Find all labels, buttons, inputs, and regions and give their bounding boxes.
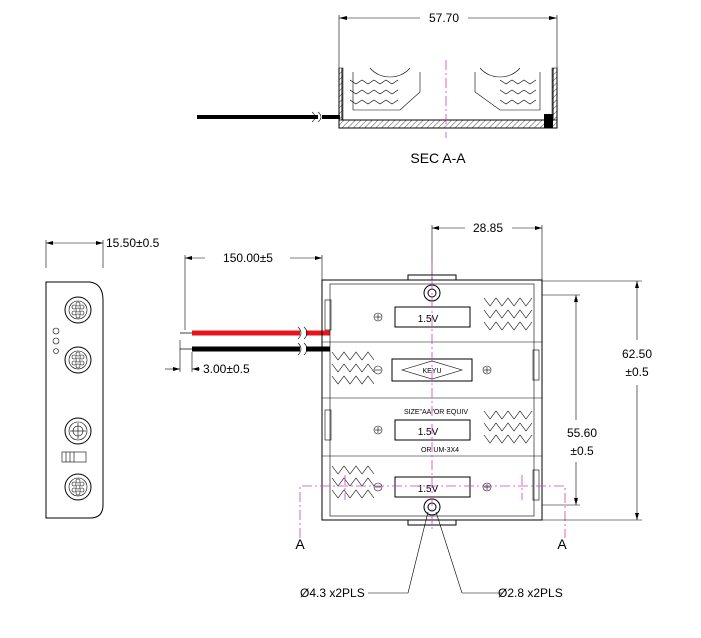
section-mark-left: A [295, 536, 305, 552]
strip-length-dim: 3.00±0.5 [203, 362, 250, 376]
hole-small-callout: Ø2.8 x2PLS [498, 586, 563, 600]
voltage-label-3: 1.5V [418, 484, 439, 495]
overall-height-value: 62.50 [622, 347, 652, 361]
size-label: SIZE"AA"OR EQUIV [404, 409, 468, 416]
side-view: 15.50±0.5 [45, 236, 160, 519]
overall-height-tol: ±0.5 [625, 365, 649, 379]
voltage-label-1: 1.5V [418, 314, 439, 325]
cell-end-1 [64, 296, 92, 324]
cell-end-2 [64, 346, 92, 374]
wire-length-dim: 150.00±5 [223, 251, 273, 265]
um-label: OR UM-3X4 [421, 447, 459, 454]
section-view: 57.70 SEC A-A [197, 11, 558, 166]
inner-height-tol: ±0.5 [570, 444, 594, 458]
section-mark-right: A [557, 536, 567, 552]
lead-wires: 150.00±5 3.00±0.5 [165, 251, 330, 376]
half-width-dim: 28.85 [473, 221, 503, 235]
section-label: SEC A-A [410, 150, 466, 166]
front-view: 28.85 1.5V KEYU [295, 221, 652, 600]
hole-large-callout: Ø4.3 x2PLS [300, 586, 365, 600]
top-width-dim: 57.70 [429, 11, 459, 25]
side-width-dim: 15.50±0.5 [106, 236, 160, 250]
cell-end-4 [64, 473, 92, 501]
inner-height-value: 55.60 [567, 426, 597, 440]
voltage-label-2: 1.5V [418, 427, 439, 438]
cell-end-3 [64, 417, 92, 445]
